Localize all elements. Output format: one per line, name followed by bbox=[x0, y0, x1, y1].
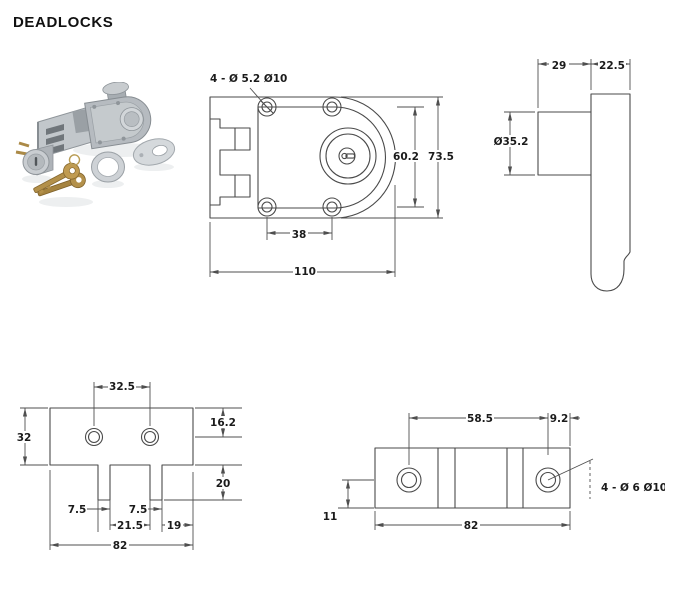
screw-holes bbox=[257, 97, 342, 217]
side-view-drawing: 29 22.5 Ø35.2 bbox=[494, 59, 631, 292]
dim-label-side-boss-depth: 29 bbox=[552, 60, 567, 72]
lock-cylinder bbox=[15, 141, 54, 176]
dim-label-strike-hole-note: 4 - Ø 6 Ø10 bbox=[601, 482, 665, 494]
collar-ring bbox=[91, 151, 125, 183]
strike-view-drawing: 58.5 9.2 4 - Ø 6 Ø10 11 82 bbox=[323, 412, 665, 532]
dim-label-side-cylinder-dia: Ø35.2 bbox=[494, 136, 529, 148]
dim-label-staple-hole-offset: 16.2 bbox=[210, 417, 236, 429]
product-photo bbox=[15, 82, 176, 207]
dim-label-staple-leg-gap: 21.5 bbox=[117, 520, 143, 532]
dim-label-front-overall-height: 73.5 bbox=[428, 151, 454, 163]
front-view-drawing: 4 - Ø 5.2 Ø10 60.2 73.5 38 110 bbox=[209, 73, 455, 278]
dim-label-staple-leg-length: 20 bbox=[216, 478, 231, 490]
staple-view-drawing: 32.5 32 16.2 20 7.5 7.5 21.5 19 82 bbox=[15, 381, 242, 552]
dim-label-staple-plate-height: 32 bbox=[17, 432, 32, 444]
dim-label-strike-overall-width: 82 bbox=[464, 520, 479, 532]
dim-label-front-hole-note: 4 - Ø 5.2 Ø10 bbox=[210, 73, 287, 85]
dim-label-strike-hole-pitch: 58.5 bbox=[467, 413, 493, 425]
dim-label-side-case-depth: 22.5 bbox=[599, 60, 625, 72]
dim-label-staple-leg-width-2: 7.5 bbox=[129, 504, 148, 516]
dim-label-front-hole-pitch-v: 60.2 bbox=[393, 151, 419, 163]
dim-label-strike-hole-height: 11 bbox=[323, 511, 338, 523]
escutcheon-plate bbox=[132, 138, 176, 166]
cylinder-face bbox=[319, 127, 377, 185]
dim-label-staple-hole-pitch: 32.5 bbox=[109, 381, 135, 393]
dim-label-front-overall-width: 110 bbox=[294, 266, 316, 278]
lock-body bbox=[84, 82, 152, 150]
page-title: DEADLOCKS bbox=[13, 14, 114, 31]
dim-label-strike-edge-offset: 9.2 bbox=[550, 413, 569, 425]
dim-label-front-hole-pitch-h: 38 bbox=[292, 229, 307, 241]
keys bbox=[33, 154, 86, 197]
dim-label-staple-overall-width: 82 bbox=[113, 540, 128, 552]
dim-label-staple-leg-width-1: 7.5 bbox=[68, 504, 87, 516]
dim-label-staple-edge-margin: 19 bbox=[167, 520, 182, 532]
